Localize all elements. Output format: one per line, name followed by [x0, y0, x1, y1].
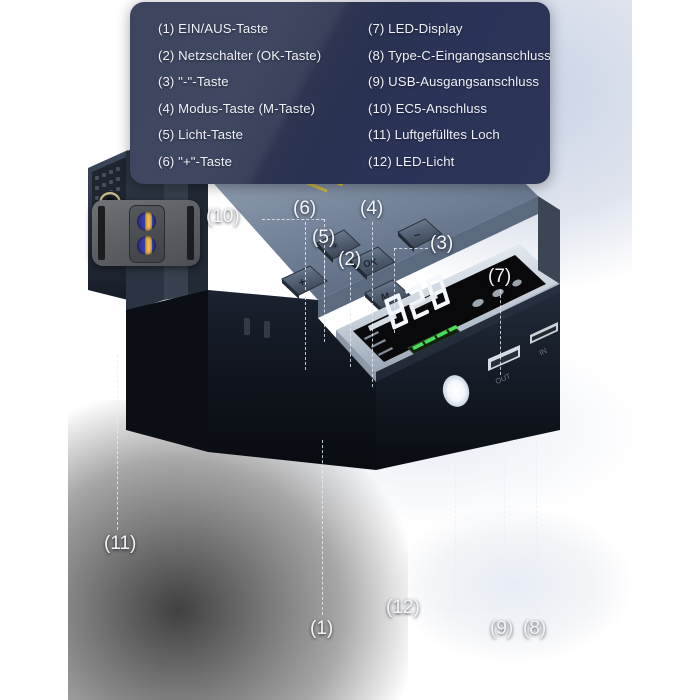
legend-item: (6) "+"-Taste: [158, 153, 233, 169]
legend-item: (12) LED-Licht: [368, 153, 455, 169]
legend-item: (7) LED-Display: [368, 21, 463, 36]
button-light: ✳: [316, 229, 361, 263]
legend-item: (8) Type-C-Eingangsanschluss: [368, 47, 550, 63]
callout-5: (5): [312, 227, 336, 248]
ec5-port-negative: [137, 236, 156, 255]
callout-3: (3): [430, 233, 454, 254]
svg-text:OK: OK: [362, 257, 378, 271]
callout-4: (4): [360, 198, 384, 219]
legend-item: (1) EIN/AUS-Taste: [158, 21, 269, 36]
button-mode: M: [364, 279, 411, 313]
svg-text:−: −: [412, 228, 422, 243]
callout-2: (2): [338, 249, 362, 270]
callout-10: (10): [206, 206, 240, 227]
callout-6: (6): [293, 198, 317, 219]
svg-text:+: +: [297, 275, 307, 290]
ec5-inset-plate: [129, 205, 165, 263]
button-cluster: ✳ OK − +: [281, 218, 443, 313]
legend-panel: (1) EIN/AUS-Taste (2) Netzschalter (OK-T…: [130, 2, 550, 184]
legend-item: (2) Netzschalter (OK-Taste): [158, 47, 322, 63]
callout-1: (1): [310, 618, 334, 639]
legend-right-column: (7) LED-Display (8) Type-C-Eingangsansch…: [368, 16, 550, 175]
front-toggles: [244, 318, 270, 338]
legend-item: (11) Luftgefülltes Loch: [368, 127, 500, 142]
legend-item: (9) USB-Ausgangsanschluss: [368, 74, 540, 89]
svg-text:M: M: [380, 291, 390, 303]
legend-item: (3) "-"-Taste: [158, 74, 229, 89]
callout-11: (11): [104, 533, 137, 554]
button-minus: −: [397, 218, 443, 252]
ec5-port-positive: [137, 212, 156, 231]
callout-12: (12): [386, 597, 420, 618]
callout-9: (9): [490, 618, 514, 639]
legend-item: (5) Licht-Taste: [158, 127, 244, 142]
legend-item: (10) EC5-Anschluss: [368, 100, 488, 116]
ec5-inset-left-bar: [98, 206, 105, 260]
ec5-inset-right-bar: [187, 206, 194, 260]
callout-8: (8): [523, 618, 547, 639]
legend-left-column: (1) EIN/AUS-Taste (2) Netzschalter (OK-T…: [158, 16, 368, 175]
button-plus: +: [281, 265, 328, 299]
type-c-in-port: IN: [530, 322, 558, 357]
callout-7: (7): [488, 266, 512, 287]
legend-item: (4) Modus-Taste (M-Taste): [158, 100, 316, 116]
svg-text:IN: IN: [538, 346, 549, 357]
svg-text:✳: ✳: [331, 240, 341, 251]
led-light: [442, 375, 470, 407]
ec5-connector-inset: [92, 200, 200, 266]
